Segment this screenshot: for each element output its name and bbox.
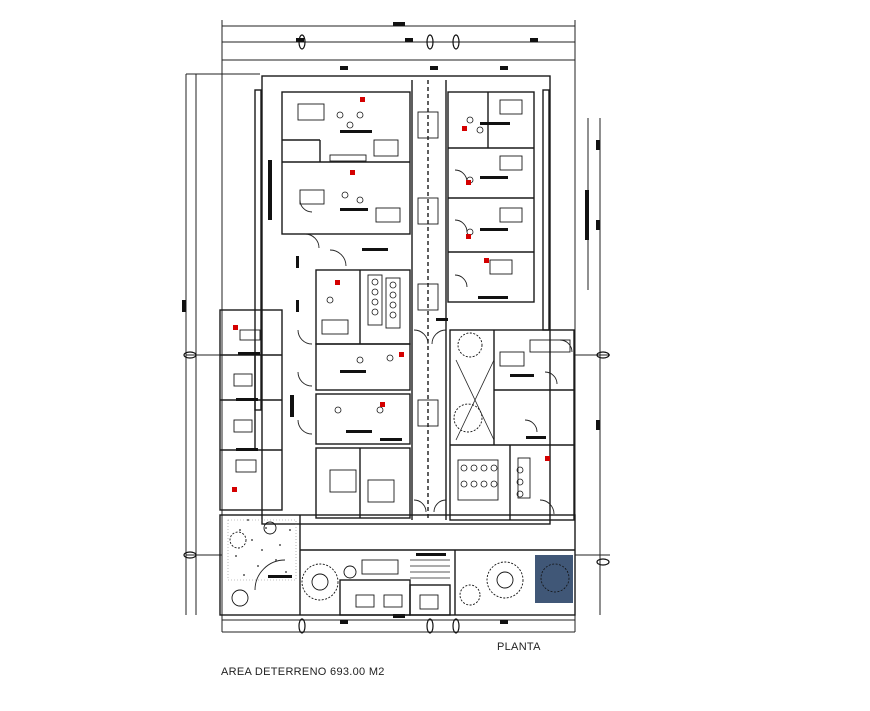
label-bars xyxy=(236,122,546,578)
red-markers xyxy=(232,97,550,492)
door-swings xyxy=(254,169,573,591)
dimension-ticks xyxy=(182,22,600,624)
site-area-note: AREA DETERRENO 693.00 M2 xyxy=(221,666,385,678)
courtyard-lines xyxy=(455,359,495,441)
stairs xyxy=(410,559,450,579)
dimension-lines xyxy=(185,20,610,633)
building-walls xyxy=(219,75,576,616)
dark-shrub xyxy=(535,555,573,603)
furniture xyxy=(233,99,571,610)
trees xyxy=(229,332,524,607)
garden-hatch xyxy=(227,519,297,581)
axis-markers xyxy=(183,34,610,634)
drawing-title: PLANTA xyxy=(497,641,541,653)
